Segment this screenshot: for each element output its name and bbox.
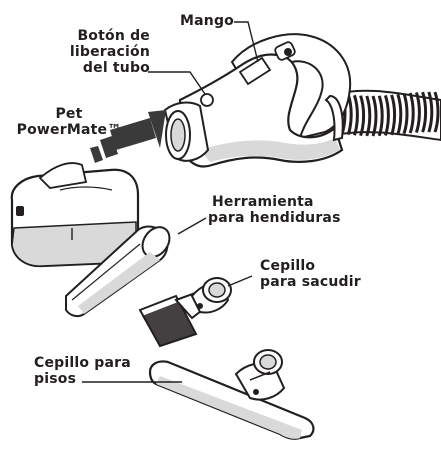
crevice-tool-line: para hendiduras bbox=[208, 210, 341, 226]
dusting-brush-illustration bbox=[138, 277, 232, 348]
insertion-arrow bbox=[90, 110, 166, 163]
hose-illustration bbox=[328, 89, 441, 142]
dusting-brush-line: Cepillo bbox=[260, 258, 316, 274]
crevice-tool-label: Herramienta para hendiduras bbox=[208, 194, 341, 226]
crevice-tool-line: Herramienta bbox=[212, 194, 314, 210]
hose-rib bbox=[352, 94, 359, 136]
pet-powermate-line: PowerMate™ bbox=[16, 122, 122, 138]
release-button-line: liberación bbox=[69, 44, 150, 60]
release-button-line: Botón de bbox=[77, 28, 150, 44]
pet-powermate-illustration bbox=[10, 162, 140, 268]
dusting-brush-label: Cepillo para sacudir bbox=[260, 258, 361, 290]
handle-label: Mango bbox=[180, 13, 234, 29]
hose-rib bbox=[421, 91, 428, 133]
release-button-leader bbox=[148, 71, 206, 95]
hose-rib bbox=[359, 95, 366, 137]
floor-brush-label: Cepillo para pisos bbox=[34, 355, 131, 387]
handle-leader bbox=[234, 21, 259, 63]
crevice-tool-leader bbox=[177, 217, 207, 235]
hose-rib bbox=[396, 93, 403, 135]
hose-rib bbox=[365, 95, 372, 137]
hose-rib bbox=[377, 95, 384, 137]
leader-lines bbox=[71, 21, 259, 383]
release-button-line: del tubo bbox=[82, 60, 150, 76]
hose-rib bbox=[383, 94, 390, 136]
dusting-brush-leader bbox=[227, 275, 253, 287]
floor-brush-line: Cepillo para bbox=[34, 355, 131, 371]
hose-rib bbox=[371, 95, 378, 137]
release-button-label: Botón de liberación del tubo bbox=[60, 28, 150, 76]
dusting-brush-line: para sacudir bbox=[260, 274, 361, 290]
hose-rib bbox=[402, 93, 409, 135]
hose-rib bbox=[433, 91, 440, 133]
pet-powermate-label: Pet PowerMate™ bbox=[8, 106, 130, 138]
handle-illustration bbox=[163, 33, 352, 168]
hose-rib bbox=[390, 94, 397, 136]
hose-rib bbox=[408, 92, 415, 134]
pet-powermate-line: Pet bbox=[55, 106, 83, 122]
floor-brush-line: pisos bbox=[34, 371, 77, 387]
crevice-tool-illustration bbox=[65, 225, 171, 318]
floor-brush-illustration bbox=[148, 349, 315, 440]
hose-rib bbox=[414, 92, 421, 133]
hose-rib bbox=[427, 91, 434, 133]
